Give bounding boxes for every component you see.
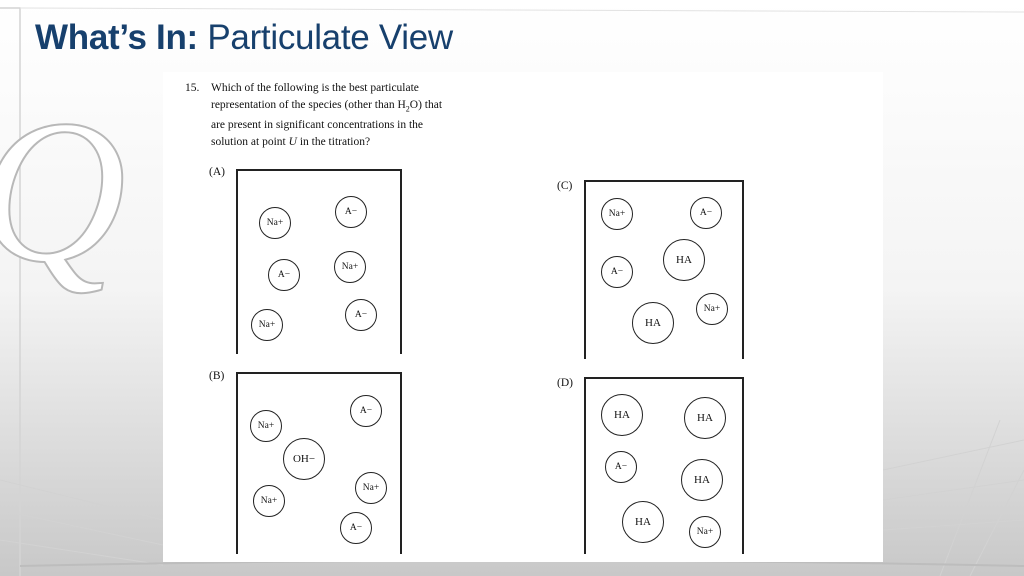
option-c-beaker: Na+ A− HA A− Na+ HA <box>584 180 744 359</box>
particle: Na+ <box>253 485 285 517</box>
particle: HA <box>622 501 664 543</box>
option-c-label: (C) <box>557 180 573 192</box>
particle: Na+ <box>689 516 721 548</box>
option-d-label: (D) <box>557 377 573 389</box>
option-d-beaker: HA HA A− HA HA Na+ <box>584 377 744 554</box>
particle: HA <box>632 302 674 344</box>
question-number: 15. <box>185 82 200 94</box>
particle: Na+ <box>355 472 387 504</box>
particle: HA <box>684 397 726 439</box>
particle: Na+ <box>696 293 728 325</box>
question-text: 15. Which of the following is the best p… <box>185 80 525 151</box>
particle: A− <box>268 259 300 291</box>
slide-title: What’s In: Particulate View <box>35 18 453 58</box>
particle: HA <box>681 459 723 501</box>
particle: A− <box>690 197 722 229</box>
particle: A− <box>350 395 382 427</box>
particle: A− <box>340 512 372 544</box>
option-a-label: (A) <box>209 166 225 178</box>
option-a-beaker: Na+ A− A− Na+ Na+ A− <box>236 169 402 354</box>
option-b-label: (B) <box>209 370 225 382</box>
question-line: Which of the following is the best parti… <box>211 82 419 94</box>
slide-title-rest: Particulate View <box>207 18 453 57</box>
particle: HA <box>663 239 705 281</box>
particle: A− <box>345 299 377 331</box>
option-b-beaker: A− Na+ OH− Na+ Na+ A− <box>236 372 402 554</box>
particle: Na+ <box>251 309 283 341</box>
question-figure: 15. Which of the following is the best p… <box>163 72 883 562</box>
particle: Na+ <box>334 251 366 283</box>
particle: HA <box>601 394 643 436</box>
slide-title-bold: What’s In: <box>35 18 198 57</box>
particle: A− <box>601 256 633 288</box>
particle: OH− <box>283 438 325 480</box>
particle: Na+ <box>259 207 291 239</box>
question-line: representation of the species (other tha… <box>211 99 443 114</box>
particle: A− <box>335 196 367 228</box>
watermark-letter: Q <box>0 88 127 295</box>
question-line: solution at point U in the titration? <box>211 136 371 149</box>
particle: A− <box>605 451 637 483</box>
particle: Na+ <box>601 198 633 230</box>
particle: Na+ <box>250 410 282 442</box>
question-line: are present in significant concentration… <box>211 119 424 132</box>
